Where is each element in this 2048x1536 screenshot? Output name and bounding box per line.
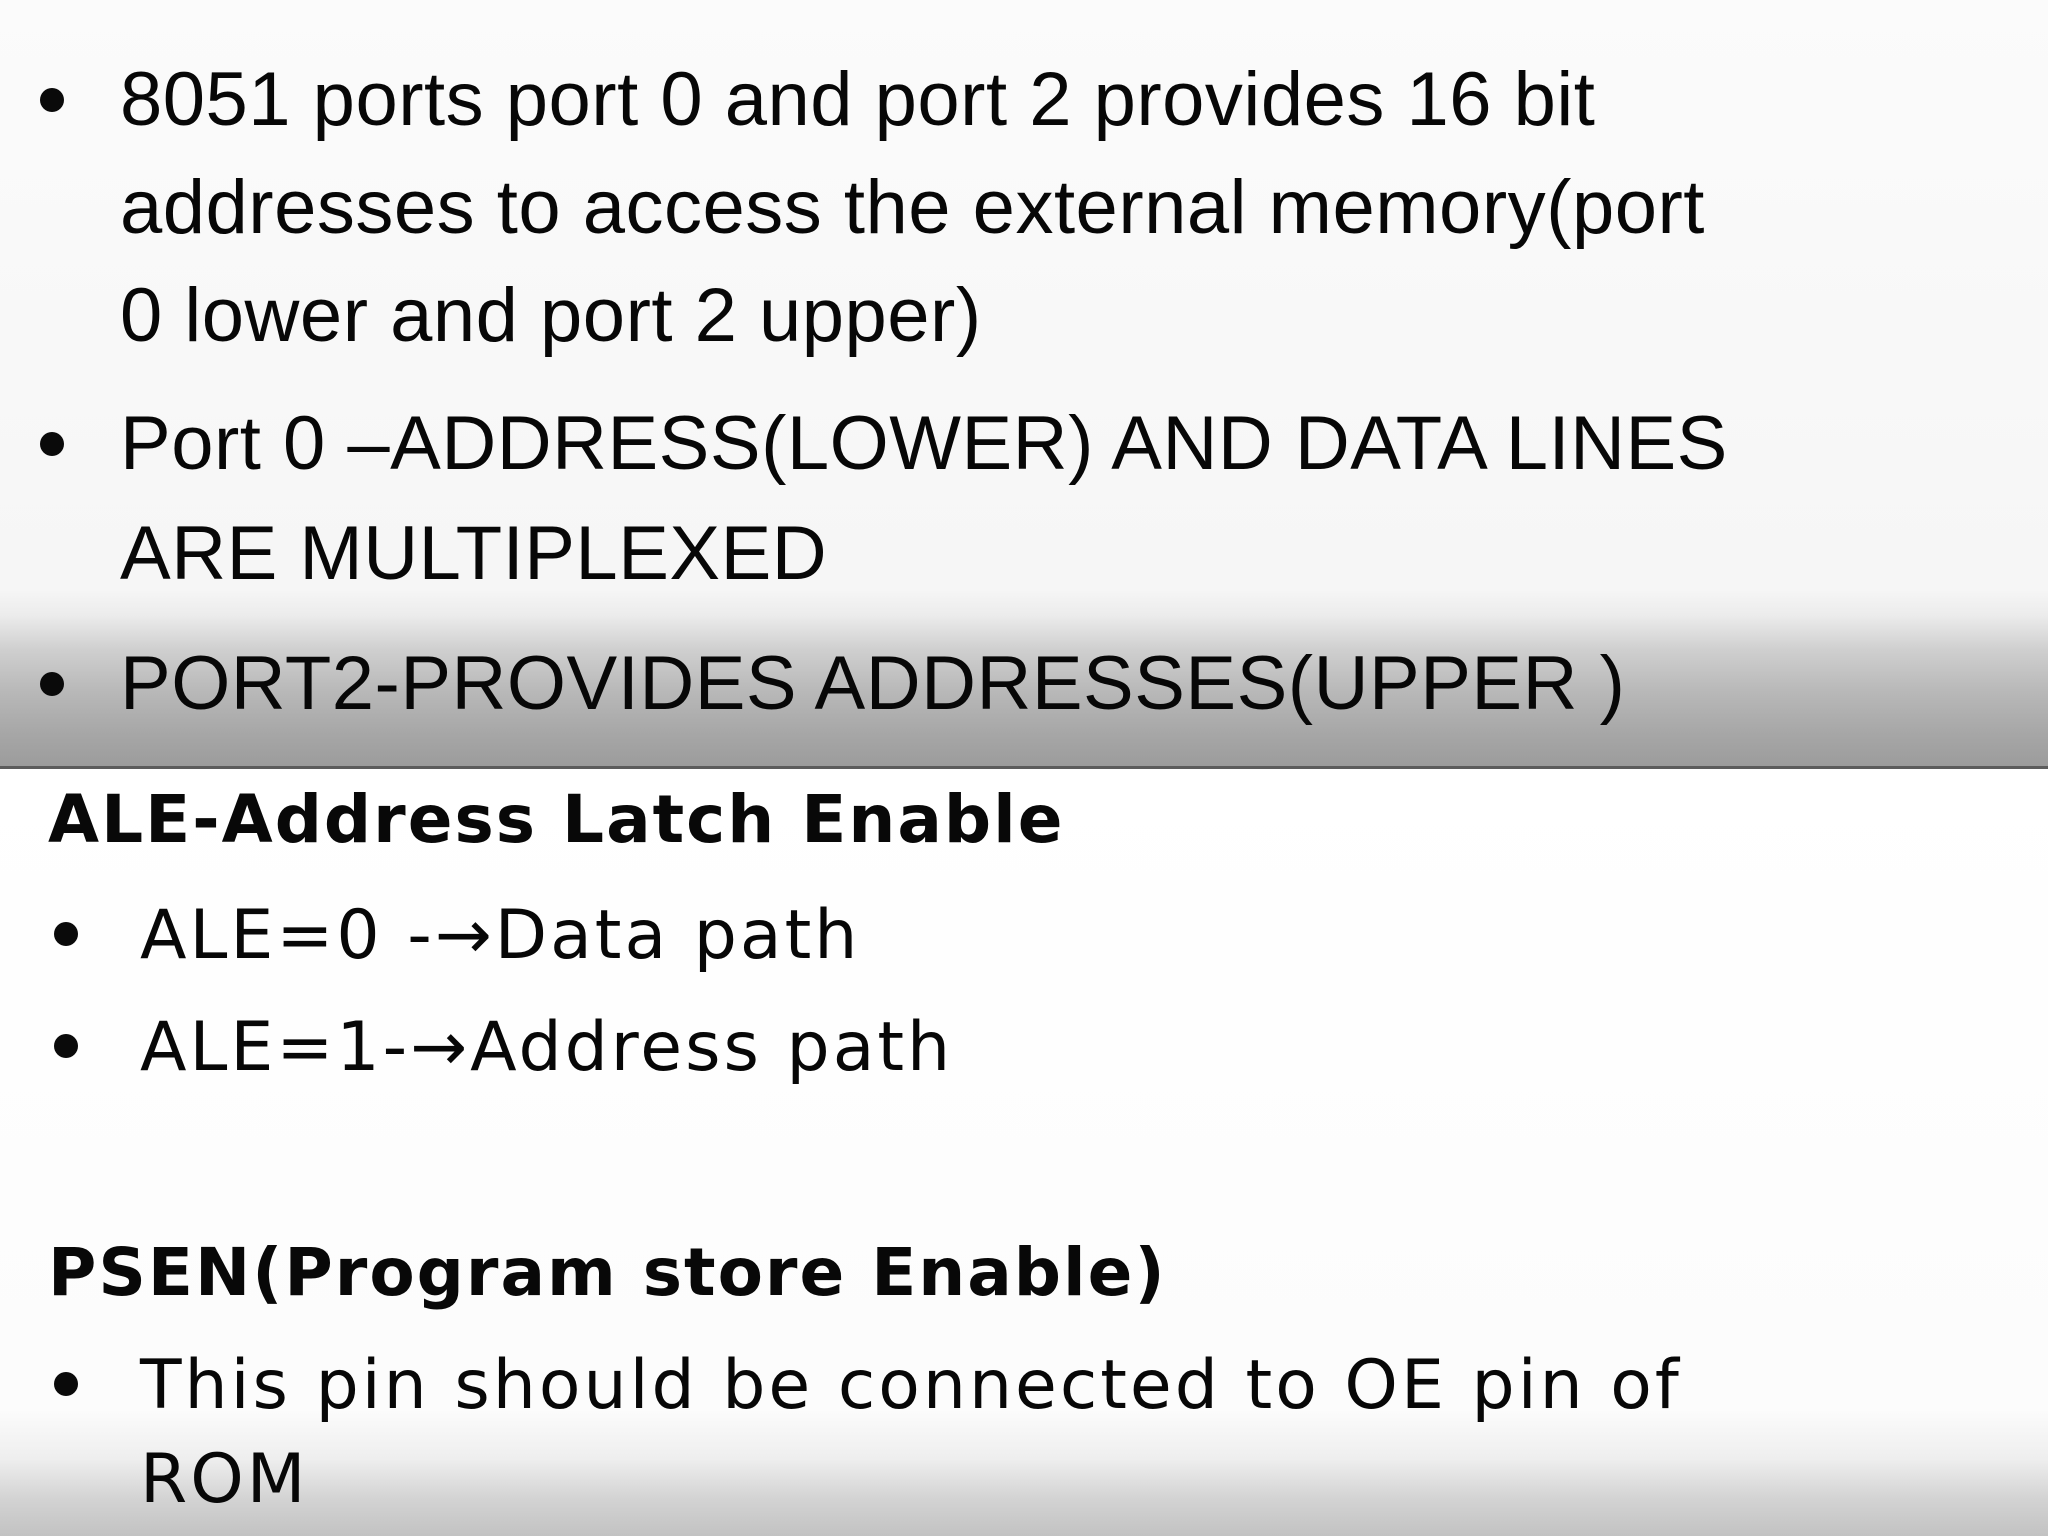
upper-slide-band	[0, 0, 2048, 766]
bullet-text-line: ARE MULTIPLEXED	[120, 511, 828, 596]
ale-item-suffix: Address path	[470, 1008, 954, 1087]
bullet-text-line: 0 lower and port 2 upper)	[120, 273, 982, 358]
ale-item-text: ALE=1-→Address path	[140, 1000, 953, 1096]
psen-heading: PSEN(Program store Enable)	[48, 1234, 1167, 1311]
bullet-dot	[54, 922, 78, 946]
right-arrow-icon: →	[434, 896, 495, 975]
psen-item-text-line: ROM	[140, 1440, 309, 1519]
psen-item-text-line: This pin should be connected to OE pin o…	[140, 1346, 1682, 1425]
bullet-dot	[40, 88, 64, 112]
bullet-text-line: PORT2-PROVIDES ADDRESSES(UPPER )	[120, 641, 1626, 726]
slide-divider	[0, 766, 2048, 769]
lower-slide-band	[0, 769, 2048, 1536]
bullet-dot	[54, 1372, 78, 1396]
ale-item-prefix: ALE=1-	[140, 1008, 411, 1087]
ale-item-prefix: ALE=0 -	[140, 896, 435, 975]
bullet-text-line: 8051 ports port 0 and port 2 provides 16…	[120, 57, 1596, 142]
ale-item-text: ALE=0 -→Data path	[140, 888, 860, 984]
bullet-text-line: Port 0 –ADDRESS(LOWER) AND DATA LINES	[120, 401, 1728, 486]
bullet-text-line: addresses to access the external memory(…	[120, 165, 1705, 250]
ale-item-suffix: Data path	[494, 896, 861, 975]
bullet-dot	[54, 1034, 78, 1058]
ale-heading: ALE-Address Latch Enable	[48, 781, 1065, 858]
right-arrow-icon: →	[410, 1008, 471, 1087]
bullet-dot	[40, 672, 64, 696]
bullet-dot	[40, 432, 64, 456]
